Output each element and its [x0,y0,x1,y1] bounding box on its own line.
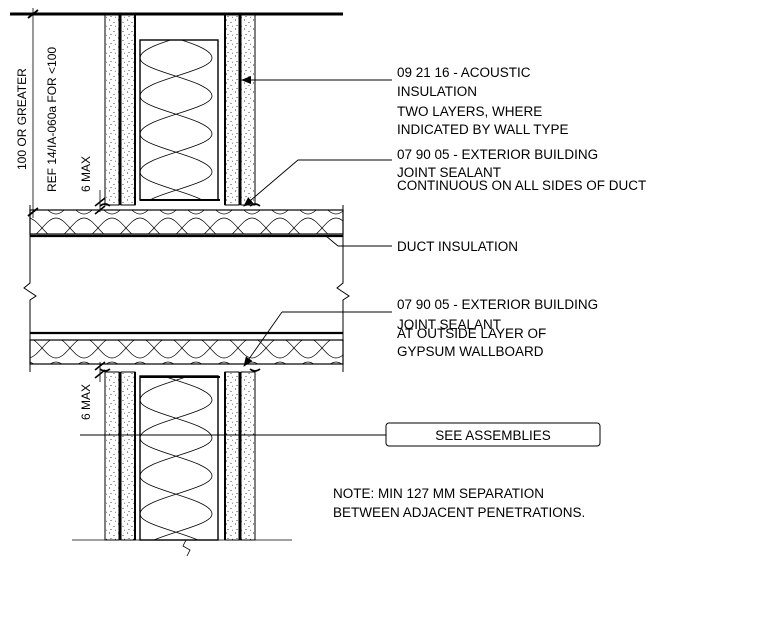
leader-lines [80,76,392,436]
svg-text:JOINT SEALANT: JOINT SEALANT [397,317,501,332]
svg-text:BETWEEN ADJACENT PENETRATIONS.: BETWEEN ADJACENT PENETRATIONS. [333,505,585,520]
separation-note: NOTE: MIN 127 MM SEPARATION BETWEEN ADJA… [333,486,585,520]
dimension-lines [27,8,106,382]
svg-text:INDICATED BY WALL TYPE: INDICATED BY WALL TYPE [397,122,569,137]
svg-text:INSULATION: INSULATION [397,84,477,99]
callout-acoustic-insulation: 09 21 16 - ACOUSTIC INSULATION TWO LAYER… [397,65,569,137]
see-assemblies-tag: SEE ASSEMBLIES [385,422,601,447]
dim-gap-top: 6 MAX [79,156,93,192]
svg-text:JOINT SEALANT: JOINT SEALANT [397,165,501,180]
svg-text:TWO LAYERS, WHERE: TWO LAYERS, WHERE [397,104,542,119]
callout-sealant-bottom: 07 90 05 - EXTERIOR BUILDING JOINT SEALA… [397,297,598,359]
left-break-line [23,205,37,372]
duct-assembly [23,205,350,372]
upper-wall [104,13,256,206]
dim-overall-line2: REF 14/IA-060a FOR <100 [45,47,59,192]
svg-text:AT OUTSIDE LAYER OF: AT OUTSIDE LAYER OF [397,326,546,341]
svg-text:NOTE: MIN 127 MM SEPARATION: NOTE: MIN 127 MM SEPARATION [333,486,544,501]
sealant-beads [99,203,261,372]
dim-overall-line1: 100 OR GREATER [15,68,29,170]
callout-duct-insulation: DUCT INSULATION [397,239,518,254]
svg-text:SEE ASSEMBLIES: SEE ASSEMBLIES [435,428,551,443]
lower-wall [72,371,292,557]
lower-acoustic-insulation [139,375,219,541]
duct-insulation-top [29,209,344,235]
svg-text:09 21 16 - ACOUSTIC: 09 21 16 - ACOUSTIC [397,65,531,80]
svg-text:07 90 05 - EXTERIOR BUILDING: 07 90 05 - EXTERIOR BUILDING [397,297,598,312]
svg-text:GYPSUM WALLBOARD: GYPSUM WALLBOARD [397,344,544,359]
upper-acoustic-insulation [139,39,219,201]
duct-insulation-bottom [29,339,344,365]
callout-sealant-top: 07 90 05 - EXTERIOR BUILDING JOINT SEALA… [397,147,646,193]
svg-text:07 90 05 - EXTERIOR BUILDING: 07 90 05 - EXTERIOR BUILDING [397,147,598,162]
svg-text:CONTINUOUS ON ALL SIDES OF DUC: CONTINUOUS ON ALL SIDES OF DUCT [397,178,646,193]
dim-gap-bottom: 6 MAX [79,384,93,420]
